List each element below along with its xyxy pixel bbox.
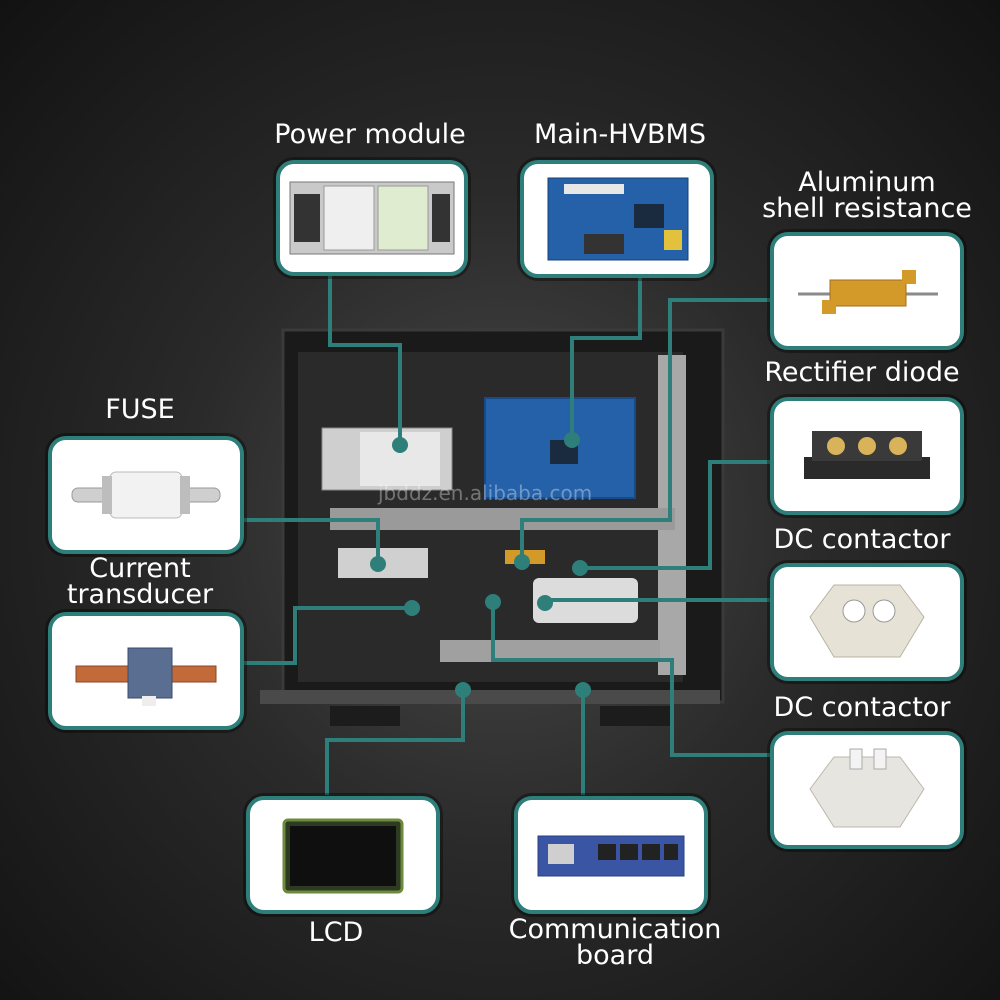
connector-main-hvbms <box>570 268 642 440</box>
label-current-transducer: Current transducer <box>66 553 214 610</box>
connector-rectifier-diode <box>580 460 770 570</box>
card-current-transducer <box>48 612 244 730</box>
node-main-hvbms <box>564 432 580 448</box>
node-fuse <box>370 556 386 572</box>
node-power-module <box>392 437 408 453</box>
lcd-icon <box>282 818 404 894</box>
label-dc-contactor-2: DC contactor <box>773 692 951 723</box>
current-transducer-icon <box>75 647 217 706</box>
terminal-block-right <box>600 706 670 726</box>
node-dc-contactor-1 <box>537 595 553 611</box>
label-dc-contactor-1: DC contactor <box>773 524 951 555</box>
connector-fuse <box>240 518 380 562</box>
connector-current-transducer <box>240 606 410 665</box>
watermark: jbddz.en.alibaba.com <box>378 481 593 505</box>
node-rectifier <box>572 560 588 576</box>
terminal-block-left <box>330 706 400 726</box>
label-rectifier-diode: Rectifier diode <box>764 357 960 388</box>
enclosure-bezel <box>260 690 720 704</box>
label-communication-board: Communication board <box>508 914 722 971</box>
card-fuse <box>48 436 244 554</box>
node-communication-board <box>575 682 591 698</box>
contactor-icon-2 <box>809 748 925 828</box>
node-lcd <box>455 682 471 698</box>
card-dc-contactor-2 <box>770 731 964 849</box>
fuse-icon <box>71 471 221 519</box>
card-communication-board <box>514 796 708 914</box>
resistor-icon <box>798 270 938 314</box>
label-main-hvbms: Main-HVBMS <box>534 119 706 150</box>
bms-board-icon <box>547 177 689 261</box>
card-lcd <box>246 796 440 914</box>
contactor-icon <box>809 584 925 658</box>
node-current-transducer <box>404 600 420 616</box>
label-power-module: Power module <box>274 119 466 150</box>
node-resistance <box>514 554 530 570</box>
card-dc-contactor-1 <box>770 563 964 681</box>
card-main-hvbms <box>520 160 714 278</box>
power-module-icon <box>289 181 455 255</box>
node-dc-contactor-2 <box>485 594 501 610</box>
card-aluminum-resistance <box>770 232 964 350</box>
connector-power-module <box>328 270 402 445</box>
rail-top <box>330 508 675 530</box>
card-power-module <box>276 160 468 276</box>
connector-lcd <box>325 690 465 795</box>
communication-board-icon <box>537 835 685 877</box>
label-fuse: FUSE <box>105 394 175 425</box>
card-rectifier-diode <box>770 397 964 515</box>
label-lcd: LCD <box>308 917 364 948</box>
label-aluminum-resistance: Aluminum shell resistance <box>762 167 972 224</box>
connector-dc-contactor-2 <box>491 602 770 757</box>
connector-aluminum-resistance <box>520 298 770 560</box>
diode-module-icon <box>804 431 930 479</box>
